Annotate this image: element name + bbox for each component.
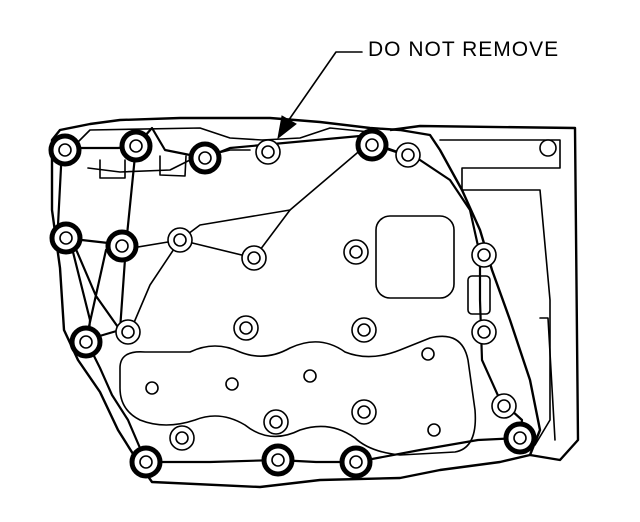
upper-channel: [69, 127, 371, 151]
bolt-keep: [471, 242, 497, 268]
bolt-remove: [503, 421, 537, 455]
side-plate: [389, 124, 580, 462]
passage-b: [179, 209, 291, 241]
side-plate-slot-inner: [539, 317, 556, 441]
bolt-keep: [255, 139, 281, 165]
bolt-keep: [241, 245, 267, 271]
bolt-keep: [343, 239, 369, 265]
lobed-cavity: [119, 335, 477, 456]
callout-label: DO NOT REMOVE: [368, 38, 560, 61]
hole: [225, 377, 239, 391]
upper-channel-inner: [87, 149, 251, 173]
gasket-bumps: [99, 155, 187, 179]
bolt-keep: [471, 319, 497, 345]
valve-body-outline: [50, 116, 542, 489]
bolt-keep: [491, 393, 517, 419]
bolt-remove: [339, 445, 373, 479]
bolt-remove: [69, 325, 103, 359]
bolt-keep: [233, 315, 259, 341]
bolt-keep: [263, 409, 289, 435]
hole: [145, 381, 159, 395]
bolt-keep: [351, 317, 377, 343]
hole: [303, 369, 317, 383]
bolt-remove: [105, 229, 139, 263]
bolt-remove: [355, 128, 389, 162]
bolt-remove: [129, 445, 163, 479]
hole: [427, 423, 441, 437]
callout-arrowhead: [277, 115, 297, 140]
bolt-remove: [261, 443, 295, 477]
bolt-keep: [395, 142, 421, 168]
bolt-keep: [351, 399, 377, 425]
passage-c: [129, 239, 181, 333]
square-recess: [375, 215, 455, 299]
bolt-keep: [169, 425, 195, 451]
bolts-remove: [48, 128, 537, 479]
bolts-keep: [115, 139, 557, 451]
gasket-line: [56, 126, 524, 464]
bolt-keep: [167, 227, 193, 253]
bolt-remove: [48, 133, 82, 167]
bolt-keep: [539, 139, 557, 157]
bolt-remove: [49, 221, 83, 255]
bolt-remove: [119, 129, 153, 163]
callout-leader: [285, 51, 363, 125]
side-plate-slot: [439, 139, 561, 446]
hole: [421, 347, 435, 361]
plain-holes: [145, 347, 441, 437]
bolt-remove: [188, 141, 222, 175]
bolt-keep: [115, 319, 141, 345]
